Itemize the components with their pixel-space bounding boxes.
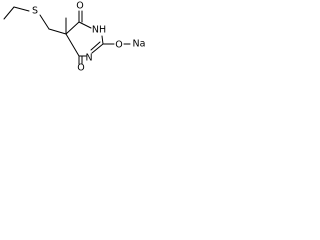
bond-c4-n3: [78, 21, 92, 29]
bond-c6-c5: [65, 33, 80, 57]
atom-oxygen-bottom: O: [77, 63, 84, 74]
atom-sodium: Na: [133, 39, 146, 50]
bond-c2-n1-b: [90, 41, 101, 51]
atom-nitrogen-h: NH: [92, 25, 106, 36]
ethylthio-chain: [3, 6, 67, 35]
molecule-structure: S O NH O Na N O: [3, 1, 146, 74]
atom-sulfur: S: [32, 6, 38, 17]
atom-oxygen-top: O: [76, 1, 83, 12]
pyrimidine-ring: [65, 21, 104, 57]
bond-c5-c4: [65, 21, 80, 35]
bond-ch2-c5: [48, 28, 67, 35]
bond-n3-c2: [101, 35, 104, 45]
bond-ch3-ch2: [3, 6, 15, 20]
bond-s-ch2: [39, 14, 50, 30]
bond-c2-n1-a: [91, 43, 104, 54]
atom-nitrogen: N: [85, 53, 92, 64]
bond-ch2-s: [13, 6, 30, 12]
atom-oxygen-sodium: O: [115, 40, 122, 51]
